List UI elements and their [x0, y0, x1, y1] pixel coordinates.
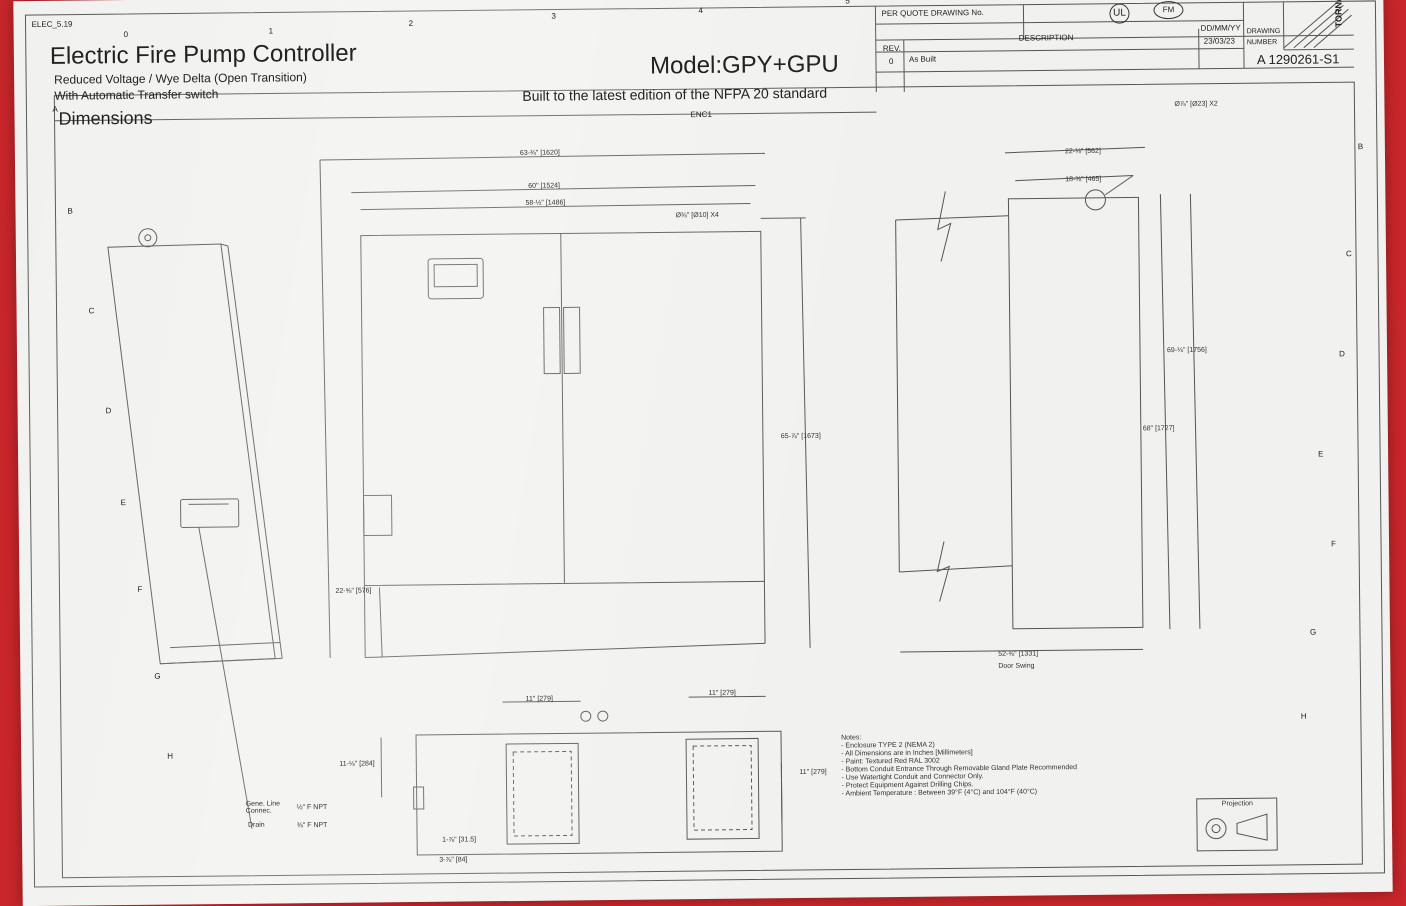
grid-row-right-h: H: [1301, 712, 1307, 721]
grid-row-left-f: F: [137, 585, 142, 594]
paper-glare: [13, 0, 1392, 906]
npt-2-label: ⅜" F NPT: [297, 822, 328, 829]
drawing-sheet: ELEC_5.19 Electric Fire Pump Controller …: [13, 0, 1392, 906]
model-label: Model:GPY+GPU: [650, 51, 839, 81]
grid-row-left-c: C: [88, 306, 94, 315]
dim-bottom-w1: 11" [279]: [526, 696, 553, 703]
ul-certification-icon: UL: [1109, 4, 1129, 24]
grid-row-left-g: G: [154, 672, 160, 681]
dim-door-swing: 52-⅜" [1331]: [998, 651, 1038, 658]
drain-label: Drain: [248, 822, 265, 829]
drawing-subtitle-2: With Automatic Transfer switch: [54, 87, 218, 103]
dim-bottom-w2: 11" [279]: [709, 690, 736, 697]
grid-row-right-f: F: [1331, 539, 1336, 548]
dim-bottom-depth: 11-⅛" [284]: [339, 760, 375, 767]
date-header: DD/MM/YY: [1201, 23, 1241, 32]
standard-label: Built to the latest edition of the NFPA …: [522, 85, 827, 104]
grid-row-left-d: D: [106, 406, 112, 415]
grid-row-right-e: E: [1318, 450, 1323, 459]
grid-row-right-b: B: [1358, 142, 1363, 151]
dim-side-d1: 22-⅛" [562]: [1065, 148, 1101, 155]
grid-row-left-h: H: [167, 752, 173, 761]
dim-front-width: 60" [1524]: [528, 182, 560, 189]
drawing-number-label-2: NUMBER: [1247, 39, 1277, 46]
grid-col-3: 3: [551, 12, 556, 21]
description-header: DESCRIPTION: [1019, 33, 1074, 43]
gen-line-label: Gene. Line Connec.: [246, 800, 288, 814]
dim-front-inner: 58-½" [1486]: [525, 199, 565, 206]
sheet-code: ELEC_5.19: [31, 20, 72, 29]
grid-row-right-c: C: [1346, 249, 1352, 258]
drawing-number-label-1: DRAWING: [1247, 28, 1281, 35]
dim-side-h2: 68" [1727]: [1143, 425, 1175, 432]
grid-row-left-b: B: [67, 207, 72, 216]
grid-row-right-d: D: [1339, 349, 1345, 358]
grid-col-0: 0: [124, 30, 129, 39]
description-value: As Built: [909, 55, 936, 64]
dim-bottom-off1: 1-⅞" [31.5]: [442, 836, 476, 843]
dim-holes: Ø⅜" [Ø10] X4: [676, 212, 719, 219]
grid-col-5: 5: [845, 0, 850, 5]
dim-bottom-off2: 3-⅞" [84]: [439, 856, 467, 863]
projection-label: Projection: [1222, 800, 1253, 807]
dim-front-height: 65-⅞" [1673]: [781, 433, 821, 440]
dim-base-height: 22-⅝" [576]: [335, 587, 371, 594]
grid-row-left-e: E: [121, 498, 126, 507]
dim-lift-hole: Ø⅞" [Ø23] X2: [1174, 101, 1217, 108]
drawing-title: Electric Fire Pump Controller: [50, 40, 357, 71]
date-value: 23/03/23: [1204, 36, 1235, 45]
grid-col-1: 1: [269, 26, 274, 35]
drawing-subtitle-1: Reduced Voltage / Wye Delta (Open Transi…: [54, 70, 307, 87]
grid-row-right-g: G: [1310, 628, 1316, 637]
dim-side-h1: 69-⅛" [1756]: [1167, 347, 1207, 354]
grid-col-4: 4: [698, 6, 703, 15]
dim-side-d2: 18-⅜" [465]: [1065, 176, 1101, 183]
rev-value: 0: [889, 57, 894, 66]
drawing-number: A 1290261-S1: [1257, 51, 1340, 67]
rev-header: REV.: [883, 44, 901, 53]
dim-bottom-h: 11" [279]: [799, 769, 826, 776]
enc-label: ENC1: [690, 110, 711, 119]
dim-front-overall: 63-¾" [1620]: [520, 149, 560, 156]
grid-row-left-a: A: [52, 105, 57, 114]
npt-1-label: ½" F NPT: [297, 804, 328, 811]
notes-block: Notes: - Enclosure TYPE 2 (NEMA 2) - All…: [841, 732, 1077, 798]
per-quote-label: PER QUOTE DRAWING No.: [881, 8, 983, 18]
brand-logo: TORNATECH: [1333, 0, 1344, 27]
grid-col-2: 2: [409, 19, 414, 28]
door-swing-label: Door Swing: [998, 663, 1034, 670]
drawing-section: Dimensions: [58, 108, 152, 130]
